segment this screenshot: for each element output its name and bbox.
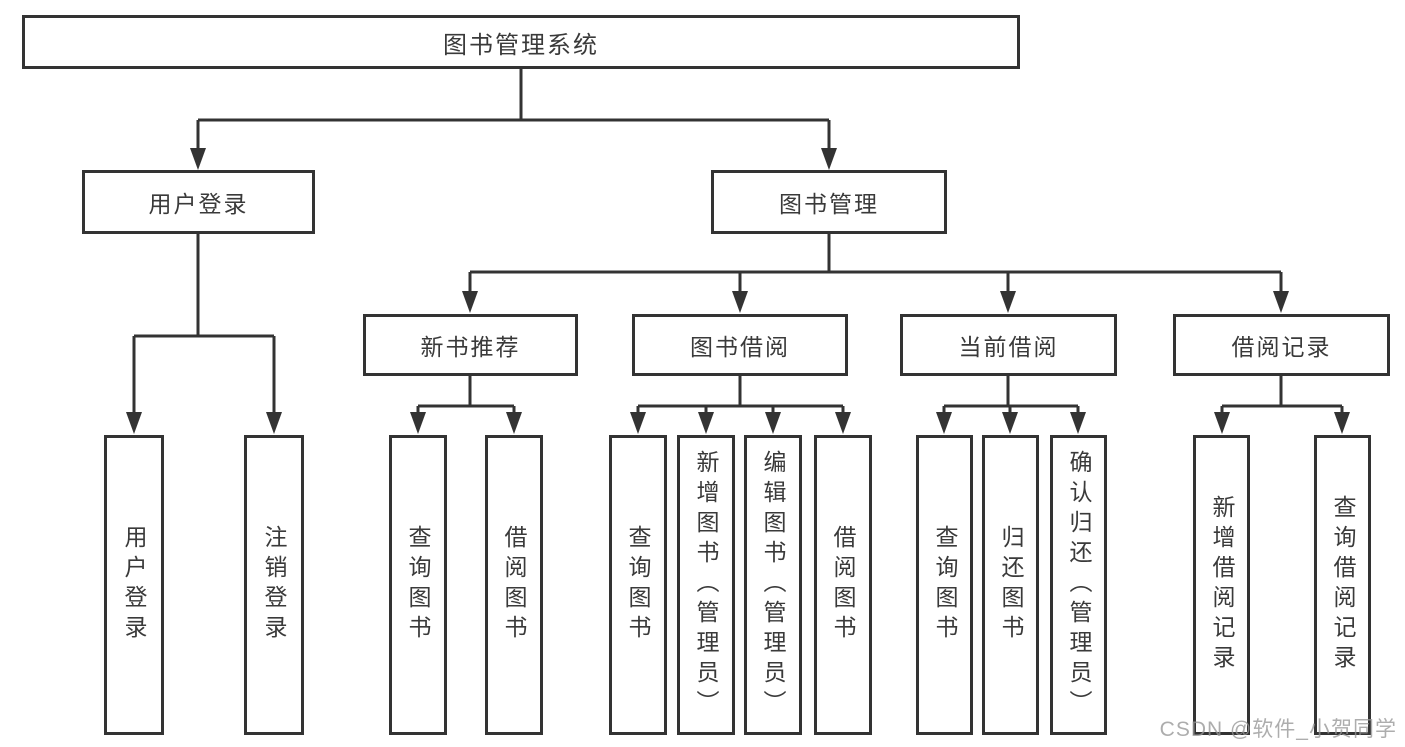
leaf-logout: 注销登录 xyxy=(244,435,304,735)
leaf-query-books-recommend: 查询图书 xyxy=(389,435,447,735)
arrowhead xyxy=(1273,291,1289,313)
node-user-login: 用户登录 xyxy=(82,170,315,234)
leaf-borrow-books-recommend: 借阅图书 xyxy=(485,435,543,735)
arrowhead xyxy=(698,412,714,434)
arrowhead xyxy=(936,412,952,434)
node-borrow-records: 借阅记录 xyxy=(1173,314,1390,376)
connector-current-borrow-children xyxy=(942,376,1080,414)
leaf-return-books: 归还图书 xyxy=(982,435,1039,735)
connector-root-to-level2 xyxy=(196,69,831,150)
arrowhead xyxy=(835,412,851,434)
arrowhead xyxy=(410,412,426,434)
arrowhead xyxy=(1002,412,1018,434)
arrowhead xyxy=(126,412,142,434)
arrowhead xyxy=(462,291,478,313)
arrowhead xyxy=(821,148,837,170)
arrowhead xyxy=(1334,412,1350,434)
arrowhead xyxy=(506,412,522,434)
arrowhead xyxy=(190,148,206,170)
arrowhead xyxy=(1214,412,1230,434)
leaf-add-borrow-record: 新增借阅记录 xyxy=(1193,435,1250,735)
connector-borrow-records-children xyxy=(1220,376,1344,414)
leaf-query-borrow-record: 查询借阅记录 xyxy=(1314,435,1371,735)
leaf-add-book-admin: 新增图书（管理员） xyxy=(677,435,735,735)
node-current-borrow: 当前借阅 xyxy=(900,314,1117,376)
arrowhead xyxy=(765,412,781,434)
connector-book-management-children xyxy=(468,234,1283,293)
leaf-user-login: 用户登录 xyxy=(104,435,164,735)
connector-new-book-children xyxy=(416,376,516,414)
connector-user-login-children xyxy=(132,234,276,414)
arrowhead xyxy=(1070,412,1086,434)
node-new-book-recommend: 新书推荐 xyxy=(363,314,578,376)
leaf-borrow-books: 借阅图书 xyxy=(814,435,872,735)
leaf-confirm-return-admin: 确认归还（管理员） xyxy=(1050,435,1107,735)
leaf-query-books-borrow: 查询图书 xyxy=(609,435,667,735)
node-book-borrow: 图书借阅 xyxy=(632,314,848,376)
node-root-library-system: 图书管理系统 xyxy=(22,15,1020,69)
leaf-query-books-current: 查询图书 xyxy=(916,435,973,735)
csdn-watermark: CSDN @软件_小贺同学 xyxy=(1159,718,1397,741)
arrowhead xyxy=(630,412,646,434)
arrowhead xyxy=(732,291,748,313)
arrowhead xyxy=(1000,291,1016,313)
arrowhead xyxy=(266,412,282,434)
connector-book-borrow-children xyxy=(636,376,845,414)
node-book-management: 图书管理 xyxy=(711,170,947,234)
leaf-edit-book-admin: 编辑图书（管理员） xyxy=(744,435,802,735)
